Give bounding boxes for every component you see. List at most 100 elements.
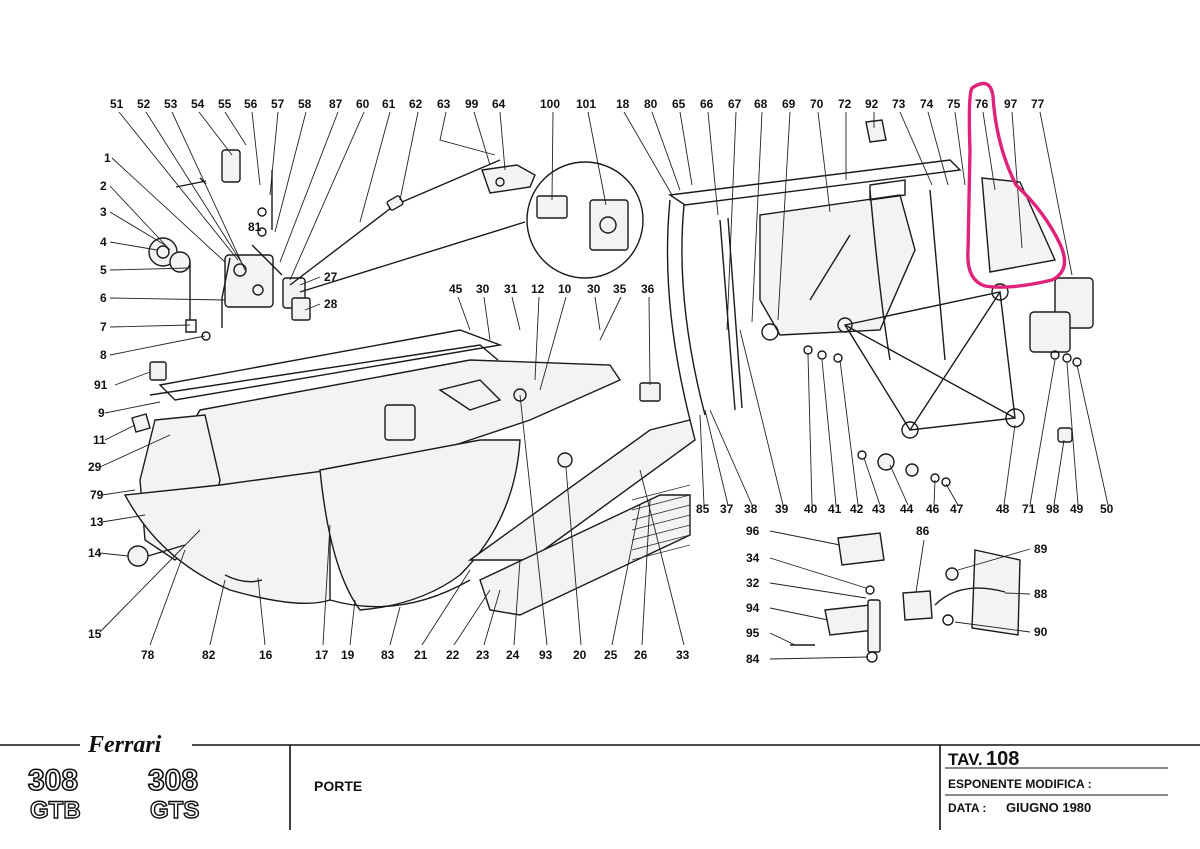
callout-84: 84 [746, 652, 760, 666]
callout-40: 40 [804, 502, 818, 516]
callout-73: 73 [892, 97, 906, 111]
callout-28: 28 [324, 297, 338, 311]
callout-7: 7 [100, 320, 107, 334]
callout-25: 25 [604, 648, 618, 662]
callout-94: 94 [746, 601, 760, 615]
callout-60: 60 [356, 97, 370, 111]
callout-99: 99 [465, 97, 479, 111]
callout-38: 38 [744, 502, 758, 516]
title-block: Ferrari 308 GTB 308 GTS PORTE TAV. 108 E… [0, 732, 1200, 830]
date-label: DATA : [948, 801, 986, 815]
callout-87: 87 [329, 97, 343, 111]
callout-10: 10 [558, 282, 572, 296]
hinge-drawing [790, 532, 1021, 663]
callout-64: 64 [492, 97, 506, 111]
door-panel-drawing [123, 329, 696, 616]
callout-82: 82 [202, 648, 216, 662]
callout-101: 101 [576, 97, 596, 111]
callout-39: 39 [775, 502, 789, 516]
callout-36: 36 [641, 282, 655, 296]
callout-6: 6 [100, 291, 107, 305]
callout-33: 33 [676, 648, 690, 662]
callout-81: 81 [248, 220, 262, 234]
callout-57: 57 [271, 97, 285, 111]
callout-1: 1 [104, 151, 111, 165]
callout-22: 22 [446, 648, 460, 662]
callout-9: 9 [98, 406, 105, 420]
table-number: 108 [986, 748, 1019, 770]
callout-48: 48 [996, 502, 1010, 516]
callout-80: 80 [644, 97, 658, 111]
callout-41: 41 [828, 502, 842, 516]
callout-35: 35 [613, 282, 627, 296]
callout-76: 76 [975, 97, 989, 111]
callout-89: 89 [1034, 542, 1048, 556]
callout-65: 65 [672, 97, 686, 111]
callout-52: 52 [137, 97, 151, 111]
callout-29: 29 [88, 460, 102, 474]
callout-44: 44 [900, 502, 914, 516]
callout-92: 92 [865, 97, 879, 111]
callout-31: 31 [504, 282, 518, 296]
callout-47: 47 [950, 502, 964, 516]
callout-14: 14 [88, 546, 102, 560]
callout-12: 12 [531, 282, 545, 296]
callout-75: 75 [947, 97, 961, 111]
callout-15: 15 [88, 627, 102, 641]
callout-83: 83 [381, 648, 395, 662]
callout-21: 21 [414, 648, 428, 662]
callout-43: 43 [872, 502, 886, 516]
callout-16: 16 [259, 648, 273, 662]
callout-69: 69 [782, 97, 796, 111]
callout-2: 2 [100, 179, 107, 193]
callout-18: 18 [616, 97, 630, 111]
model-308-gtb-number: 308 [28, 764, 78, 797]
model-gts-label: GTS [150, 797, 199, 824]
callout-4: 4 [100, 235, 107, 249]
callout-91: 91 [94, 378, 108, 392]
callout-58: 58 [298, 97, 312, 111]
callout-46: 46 [926, 502, 940, 516]
table-label: TAV. [948, 750, 983, 769]
callout-54: 54 [191, 97, 205, 111]
callout-19: 19 [341, 648, 355, 662]
callout-49: 49 [1070, 502, 1084, 516]
section-title: PORTE [314, 778, 362, 794]
callout-68: 68 [754, 97, 768, 111]
callout-13: 13 [90, 515, 104, 529]
leader-lines [99, 111, 1109, 660]
callout-37: 37 [720, 502, 734, 516]
callout-86: 86 [916, 524, 930, 538]
callout-26: 26 [634, 648, 648, 662]
callout-5: 5 [100, 263, 107, 277]
callout-30-a: 30 [476, 282, 490, 296]
callout-96: 96 [746, 524, 760, 538]
callout-23: 23 [476, 648, 490, 662]
callout-50: 50 [1100, 502, 1114, 516]
callout-70: 70 [810, 97, 824, 111]
callout-61: 61 [382, 97, 396, 111]
callout-56: 56 [244, 97, 258, 111]
callout-30-b: 30 [587, 282, 601, 296]
callout-63: 63 [437, 97, 451, 111]
callout-27: 27 [324, 270, 338, 284]
callout-93: 93 [539, 648, 553, 662]
callout-11: 11 [93, 433, 106, 447]
callout-67: 67 [728, 97, 742, 111]
date-value: GIUGNO 1980 [1006, 800, 1091, 815]
model-308-gts-number: 308 [148, 764, 198, 797]
window-regulator-drawing [666, 119, 1094, 487]
callout-20: 20 [573, 648, 587, 662]
callout-88: 88 [1034, 587, 1048, 601]
callout-labels: 51 52 53 54 55 56 57 58 87 60 61 62 63 9… [88, 97, 1114, 666]
lock-assembly-drawing [148, 149, 644, 341]
brand-logo: Ferrari [87, 732, 162, 758]
callout-42: 42 [850, 502, 864, 516]
callout-32: 32 [746, 576, 760, 590]
callout-98: 98 [1046, 502, 1060, 516]
callout-74: 74 [920, 97, 934, 111]
callout-90: 90 [1034, 625, 1048, 639]
callout-72: 72 [838, 97, 852, 111]
callout-100: 100 [540, 97, 560, 111]
callout-62: 62 [409, 97, 423, 111]
